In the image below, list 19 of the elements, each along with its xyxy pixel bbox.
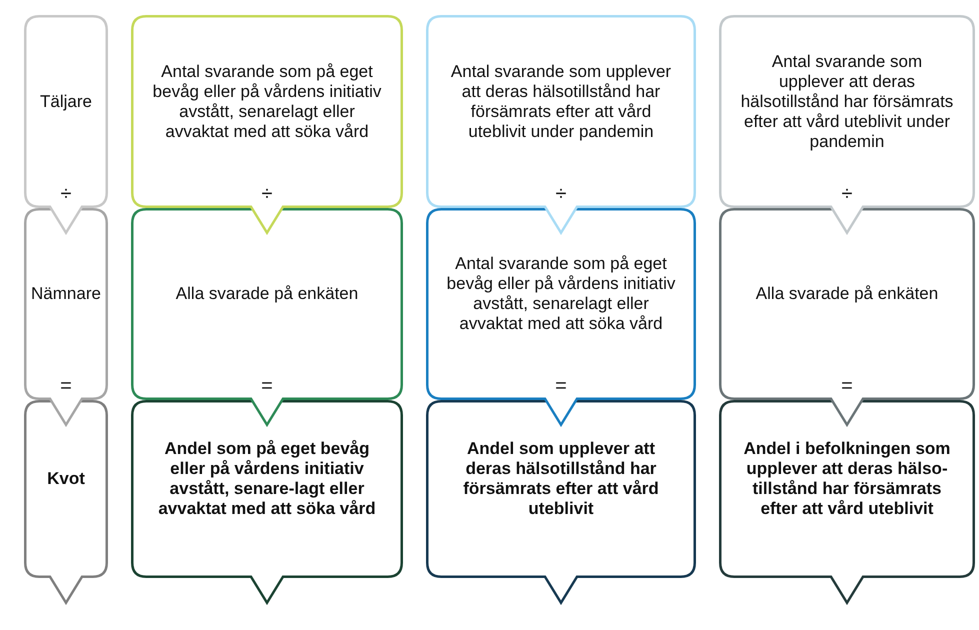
description-text: Antal svarande som på eget bevåg eller på vårdens initiativ avstått, senarelagt eller avvaktat med att söka vård xyxy=(152,62,382,142)
callout-box xyxy=(24,400,108,606)
description-text: Antal svarande som upplever att deras hälsotillstånd har försämrats efter att vård uteblivit under pandemin xyxy=(450,62,672,142)
operator-sign: ÷ xyxy=(842,184,852,204)
callout-box xyxy=(426,400,696,606)
description-text: Antal svarande som på eget bevåg eller på vårdens initiativ avstått, senarelagt eller avvaktat med att söka vård xyxy=(446,254,676,334)
operator-sign: = xyxy=(555,376,567,396)
operator-sign: ÷ xyxy=(262,184,272,204)
description-text: Täljare xyxy=(40,92,92,112)
operator-sign: ÷ xyxy=(60,184,72,204)
result-text: Andel som på eget bevåg eller på vårdens initiativ avstått, senare-lagt eller avvaktat med att söka vård xyxy=(157,439,377,519)
callout-box xyxy=(24,15,108,236)
callout-box xyxy=(719,400,975,606)
description-text: Antal svarande som upplever att deras hälsotillstånd har försämrats efter att vård uteblivit under pandemin xyxy=(740,52,954,152)
result-text: Kvot xyxy=(47,469,85,489)
result-text: Andel i befolkningen som upplever att deras hälso-tillstånd har försämrats efter att vård uteblivit xyxy=(742,439,952,519)
callout-box xyxy=(131,400,403,606)
operator-sign: ÷ xyxy=(556,184,566,204)
result-text: Andel som upplever att deras hälsotillstånd har försämrats efter att vård uteblivit xyxy=(462,439,660,519)
